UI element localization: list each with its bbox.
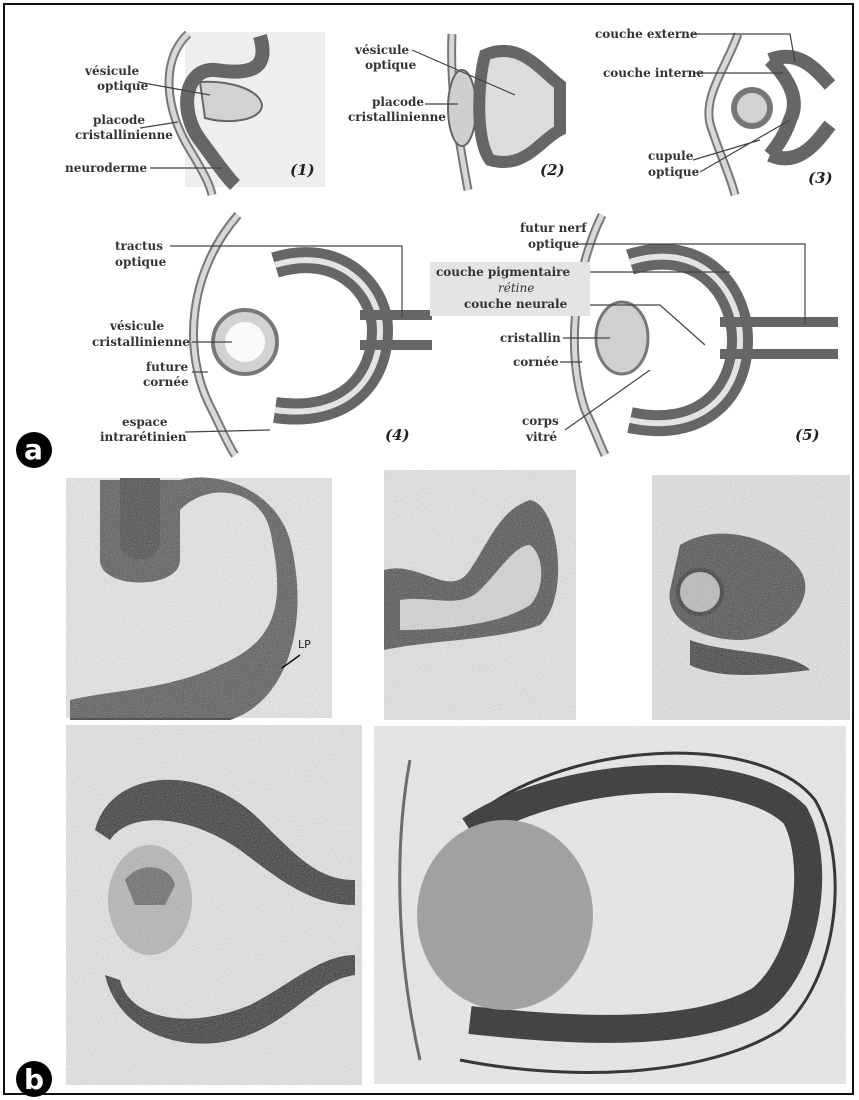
lens-vesicle xyxy=(734,90,770,126)
s5-label-cornee: cornée xyxy=(513,355,559,369)
s4-label-intraretinien: intrarétinien xyxy=(100,430,187,444)
panel-b: LP xyxy=(66,470,850,1085)
s5-label-cristallin: cristallin xyxy=(500,331,561,345)
s4-label-cornee: cornée xyxy=(143,375,189,389)
svg-text:b: b xyxy=(24,1063,44,1096)
stage-4-number: (4) xyxy=(385,426,410,444)
s2-label-optique: optique xyxy=(365,58,417,72)
s5-label-corps: corps xyxy=(522,414,559,428)
s5-label-vitre: vitré xyxy=(525,430,557,444)
s1-label-cristallinienne: cristallinienne xyxy=(75,128,173,142)
s4-label-cristallinienne: cristallinienne xyxy=(92,335,190,349)
micrograph-4 xyxy=(66,725,362,1085)
svg-text:a: a xyxy=(24,433,43,466)
s4-label-optique: optique xyxy=(115,255,167,269)
optic-vesicle xyxy=(479,51,560,162)
s1-label-optique: optique xyxy=(97,79,149,93)
stage-1-number: (1) xyxy=(290,161,315,179)
micrograph-2 xyxy=(384,470,576,720)
s3-label-optique: optique xyxy=(648,165,700,179)
s1-label-placode: placode xyxy=(93,113,145,127)
optic-cup xyxy=(770,57,830,159)
lp-label: LP xyxy=(298,638,311,651)
s3-label-couche-interne: couche interne xyxy=(603,66,704,80)
stage-3-number: (3) xyxy=(808,169,833,187)
s2-label-vesicule: vésicule xyxy=(354,43,410,57)
s5-label-optique: optique xyxy=(528,237,580,251)
stage-5-number: (5) xyxy=(795,426,820,444)
micrograph-5 xyxy=(374,726,846,1084)
s4-label-espace: espace xyxy=(122,415,168,429)
s4-label-future: future xyxy=(146,360,188,374)
stage-5-drawing xyxy=(574,215,838,455)
s4-label-vesicule: vésicule xyxy=(109,319,165,333)
panel-a-badge: a xyxy=(16,432,52,468)
micrograph-3 xyxy=(652,475,850,720)
s3-label-cupule: cupule xyxy=(648,149,694,163)
s1-label-vesicule: vésicule xyxy=(84,64,140,78)
stage-4-drawing xyxy=(193,215,432,455)
s1-label-neuroderme: neuroderme xyxy=(65,161,147,175)
s2-label-placode: placode xyxy=(372,95,424,109)
stage-2-number: (2) xyxy=(540,161,565,179)
s5-label-retine: rétine xyxy=(498,281,534,295)
s5-label-couche-pigmentaire: couche pigmentaire xyxy=(436,265,570,279)
s5-label-couche-neurale: couche neurale xyxy=(464,297,568,311)
micrograph-1: LP xyxy=(66,478,332,721)
s2-label-cristallinienne: cristallinienne xyxy=(348,110,446,124)
panel-a: vésicule optique placode cristallinienne… xyxy=(65,27,838,455)
lens-placode xyxy=(448,70,476,146)
s4-label-tractus: tractus xyxy=(115,239,163,253)
s5-label-futur-nerf: futur nerf xyxy=(520,221,587,235)
s3-label-couche-externe: couche externe xyxy=(595,27,698,41)
panel-b-badge: b xyxy=(16,1061,52,1097)
